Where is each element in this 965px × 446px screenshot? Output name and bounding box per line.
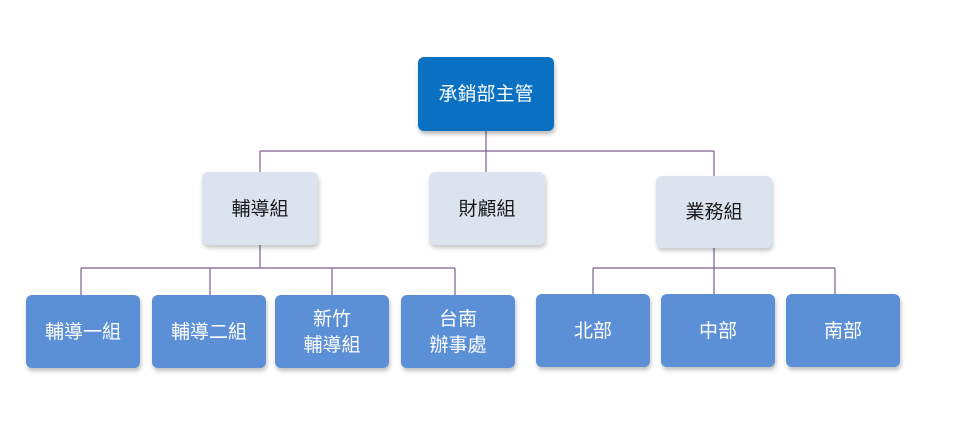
node-label: 北部 (573, 319, 612, 342)
node-tainan-office: 台南 辦事處 (401, 295, 515, 368)
node-label: 輔導一組 (44, 320, 121, 343)
node-guidance-group: 輔導組 (202, 172, 318, 245)
node-underwriting-head: 承銷部主管 (418, 57, 554, 131)
node-label: 中部 (698, 319, 737, 342)
node-label: 輔導二組 (170, 320, 247, 343)
node-guidance-2: 輔導二組 (152, 295, 266, 368)
node-label: 南部 (823, 319, 862, 342)
node-label: 輔導組 (231, 197, 289, 220)
node-label: 業務組 (685, 201, 743, 223)
node-guidance-1: 輔導一組 (26, 295, 140, 368)
node-hsinchu-guidance: 新竹 輔導組 (275, 295, 389, 368)
node-label: 承銷部主管 (438, 83, 534, 105)
node-sales-group: 業務組 (656, 176, 772, 248)
node-label: 新竹 輔導組 (303, 307, 361, 356)
node-label: 台南 辦事處 (429, 307, 487, 356)
node-north-region: 北部 (536, 294, 650, 367)
node-finance-group: 財顧組 (429, 172, 545, 245)
node-south-region: 南部 (786, 294, 900, 367)
node-label: 財顧組 (458, 197, 516, 220)
node-central-region: 中部 (661, 294, 775, 367)
